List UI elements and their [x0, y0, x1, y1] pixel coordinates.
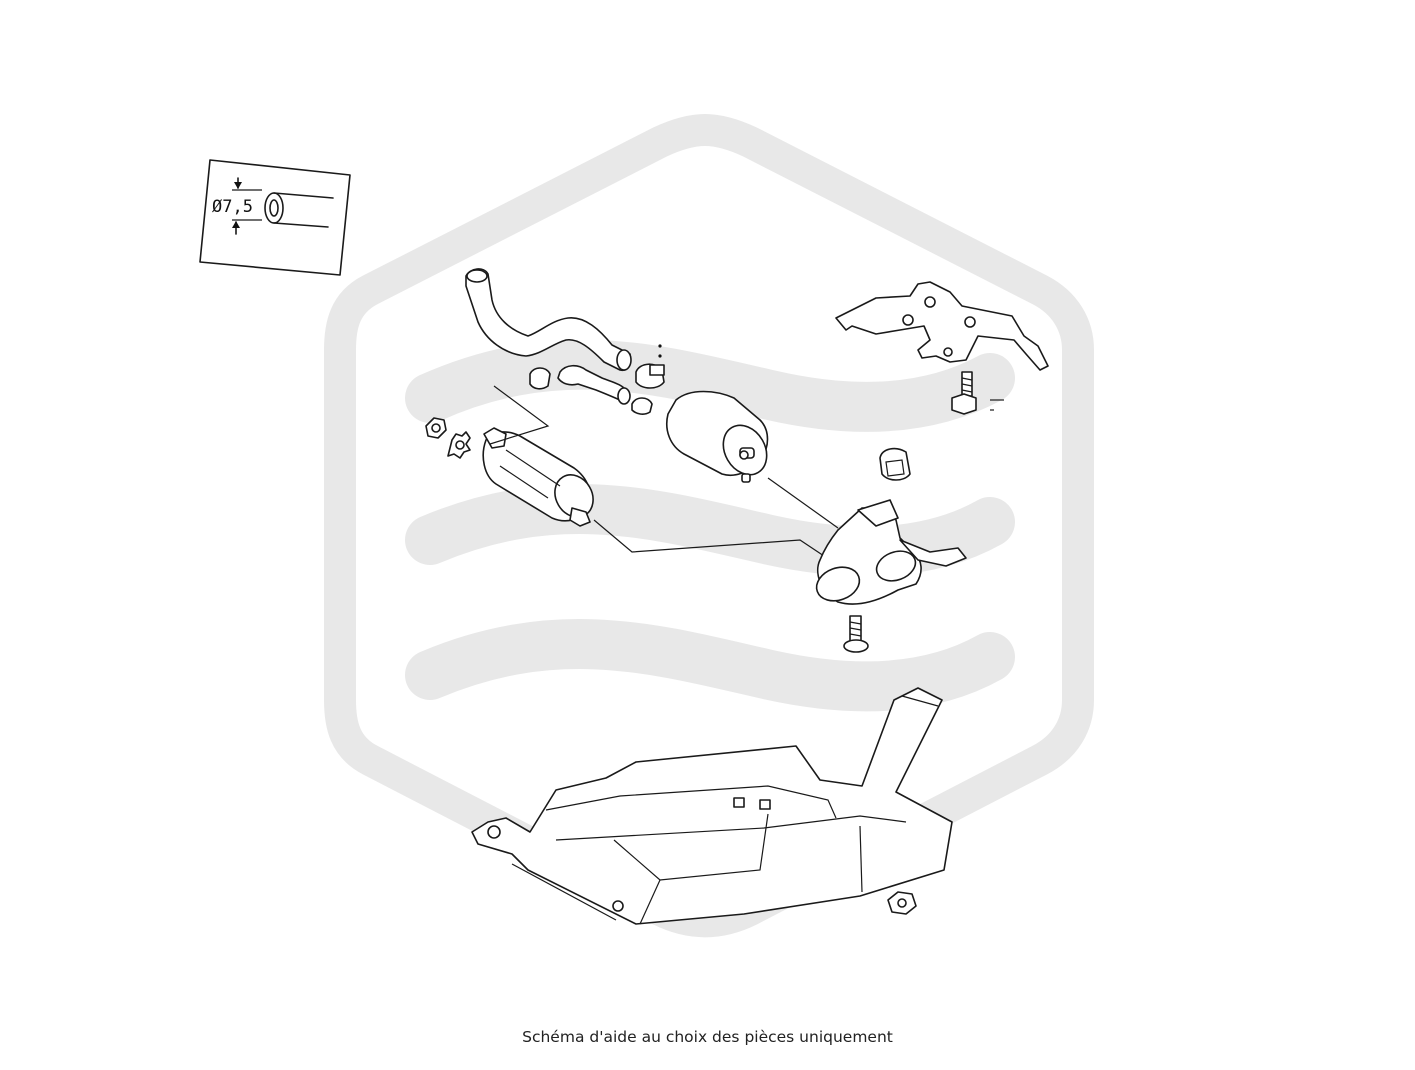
diameter-label: Ø7,5 [212, 197, 253, 217]
fuel-hose-lower [557, 364, 631, 405]
leader-lines [489, 385, 1004, 561]
bolt-lower [843, 615, 869, 653]
rubber-insert [879, 447, 911, 481]
hose-clamps [529, 344, 665, 415]
clamp-bracket [815, 499, 967, 605]
watermark-logo [324, 113, 1094, 938]
nut-and-washer [425, 417, 471, 459]
bolt-upper [951, 371, 977, 415]
tube-diameter-inset: Ø7,5 [199, 159, 351, 276]
mounting-bracket-upper [835, 281, 1049, 371]
skid-plate [471, 687, 953, 925]
fuel-filter [666, 390, 769, 483]
fuel-hose-upper [465, 268, 632, 372]
fuel-pump [482, 427, 594, 527]
diagram-caption: Schéma d'aide au choix des pièces unique… [522, 1028, 893, 1046]
nut-lower [887, 891, 917, 915]
